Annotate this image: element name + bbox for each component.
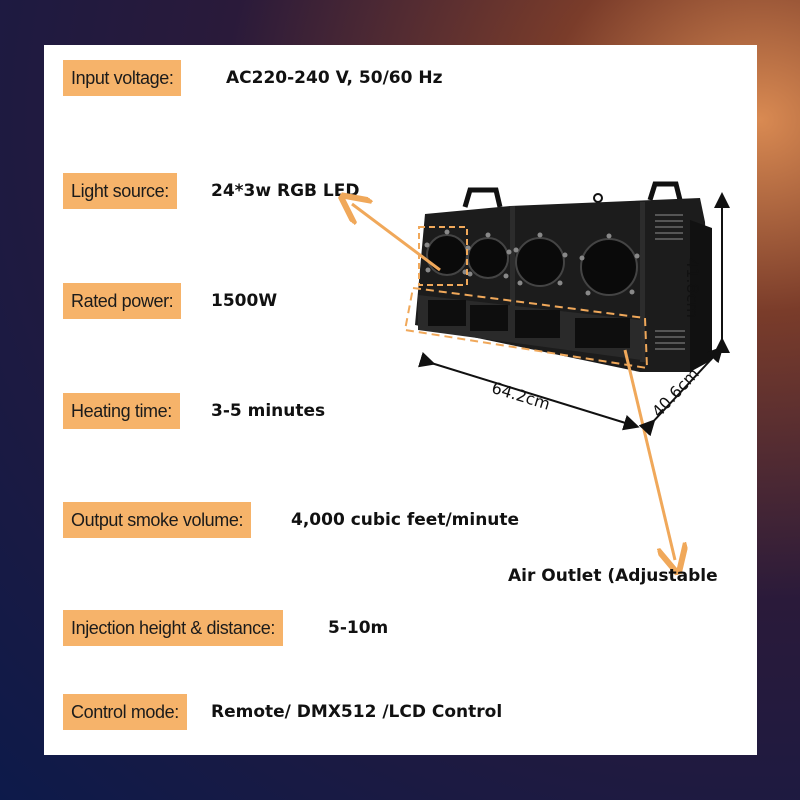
spec-label-heating-time: Heating time:	[63, 393, 180, 429]
height-dimension-label: 41.8cm	[683, 258, 702, 319]
air-outlet-label: Air Outlet (Adjustable	[508, 566, 718, 586]
spec-label-input-voltage: Input voltage:	[63, 60, 182, 96]
depth-dimension-arrow	[638, 346, 724, 437]
spec-value-injection-height-distance: 5-10m	[328, 618, 389, 638]
spec-value-light-source: 24*3w RGB LED	[211, 181, 360, 201]
spec-value-output-smoke-volume: 4,000 cubic feet/minute	[291, 510, 520, 530]
spec-label-injection-height-distance: Injection height & distance:	[63, 610, 283, 646]
spec-label-output-smoke-volume: Output smoke volume:	[63, 502, 252, 538]
width-dimension-arrow	[417, 351, 640, 431]
spec-value-control-mode: Remote/ DMX512 /LCD Control	[211, 702, 503, 722]
spec-value-input-voltage: AC220-240 V, 50/60 Hz	[226, 68, 443, 88]
led-fan-rings	[424, 229, 640, 296]
spec-label-light-source: Light source:	[63, 173, 177, 209]
spec-label-rated-power: Rated power:	[63, 283, 182, 319]
air-outlet-callout-line	[623, 349, 675, 560]
spec-value-rated-power: 1500W	[211, 291, 278, 311]
light-source-callout-line	[352, 204, 441, 272]
spec-value-heating-time: 3-5 minutes	[211, 401, 326, 421]
top-handles	[462, 181, 683, 208]
spec-label-control-mode: Control mode:	[63, 694, 187, 730]
